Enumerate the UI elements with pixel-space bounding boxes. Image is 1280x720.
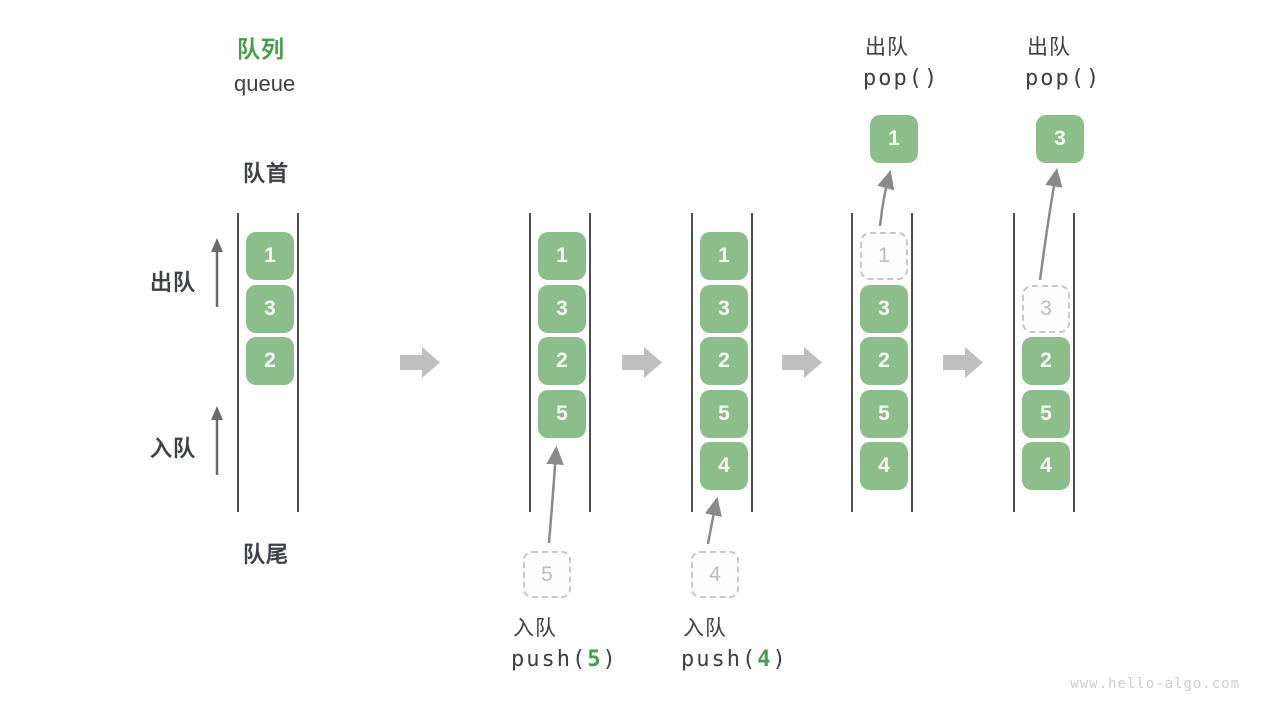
queue-item: 5 [860, 389, 908, 438]
popped-slot-ghost: 1 [860, 232, 908, 280]
code-pre: push( [511, 647, 588, 672]
stage-flow-arrow-3 [782, 347, 822, 378]
stage-flow-arrow-2 [622, 347, 662, 378]
queue-container-3: 1 3 2 5 4 [691, 213, 753, 512]
queue-item: 2 [538, 337, 586, 385]
enqueue-op-label: 入队 [683, 617, 727, 640]
enqueue-op-code: push(4) [681, 647, 788, 672]
queue-container-4: 1 3 2 5 4 [851, 213, 913, 512]
enqueue-op-label: 入队 [513, 617, 557, 640]
stage-flow-arrow-4 [943, 347, 983, 378]
queue-item: 2 [860, 337, 908, 385]
queue-item: 3 [700, 284, 748, 333]
enqueue-direction-arrow [211, 406, 223, 475]
code-arg: 4 [757, 647, 773, 672]
queue-item: 3 [538, 284, 586, 333]
code-post: ) [923, 66, 940, 91]
queue-item: 3 [860, 284, 908, 333]
diagram-subtitle: queue [234, 71, 296, 96]
label-queue-rear: 队尾 [243, 542, 290, 567]
incoming-item-ghost: 5 [523, 551, 571, 598]
queue-item: 4 [1022, 442, 1070, 490]
code-pre: pop( [1025, 66, 1086, 91]
queue-item: 2 [1022, 337, 1070, 385]
code-post: ) [1085, 66, 1102, 91]
popped-item: 3 [1036, 115, 1084, 163]
diagram-title: 队列 [237, 36, 285, 62]
code-pre: pop( [863, 66, 924, 91]
enqueue-op-code: push(5) [511, 647, 618, 672]
stage-flow-arrow-1 [400, 347, 440, 378]
incoming-item-ghost: 4 [691, 551, 739, 598]
code-post: ) [772, 647, 788, 672]
queue-item: 5 [1022, 389, 1070, 438]
queue-item: 4 [700, 442, 748, 490]
queue-item: 4 [860, 442, 908, 490]
queue-item: 1 [700, 232, 748, 280]
queue-container-5: 3 2 5 4 [1013, 213, 1075, 512]
popped-item: 1 [870, 115, 918, 163]
watermark: www.hello-algo.com [1070, 676, 1240, 692]
label-enqueue-side: 入队 [150, 436, 197, 461]
queue-item: 1 [246, 232, 294, 280]
dequeue-op-label: 出队 [865, 36, 909, 59]
code-pre: push( [681, 647, 758, 672]
queue-item: 3 [246, 284, 294, 333]
queue-item: 1 [538, 232, 586, 280]
dequeue-direction-arrow [211, 238, 223, 307]
dequeue-op-label: 出队 [1027, 36, 1071, 59]
queue-container-2: 1 3 2 5 [529, 213, 591, 512]
label-queue-front: 队首 [243, 161, 290, 186]
queue-item: 2 [700, 337, 748, 385]
queue-item: 5 [538, 389, 586, 438]
queue-container-1: 1 3 2 [237, 213, 299, 512]
queue-item: 5 [700, 389, 748, 438]
queue-item: 2 [246, 337, 294, 385]
popped-slot-ghost: 3 [1022, 284, 1070, 333]
code-arg: 5 [587, 647, 603, 672]
label-dequeue-side: 出队 [150, 270, 197, 295]
code-post: ) [602, 647, 618, 672]
dequeue-op-code: pop() [1025, 66, 1101, 91]
dequeue-op-code: pop() [863, 66, 939, 91]
